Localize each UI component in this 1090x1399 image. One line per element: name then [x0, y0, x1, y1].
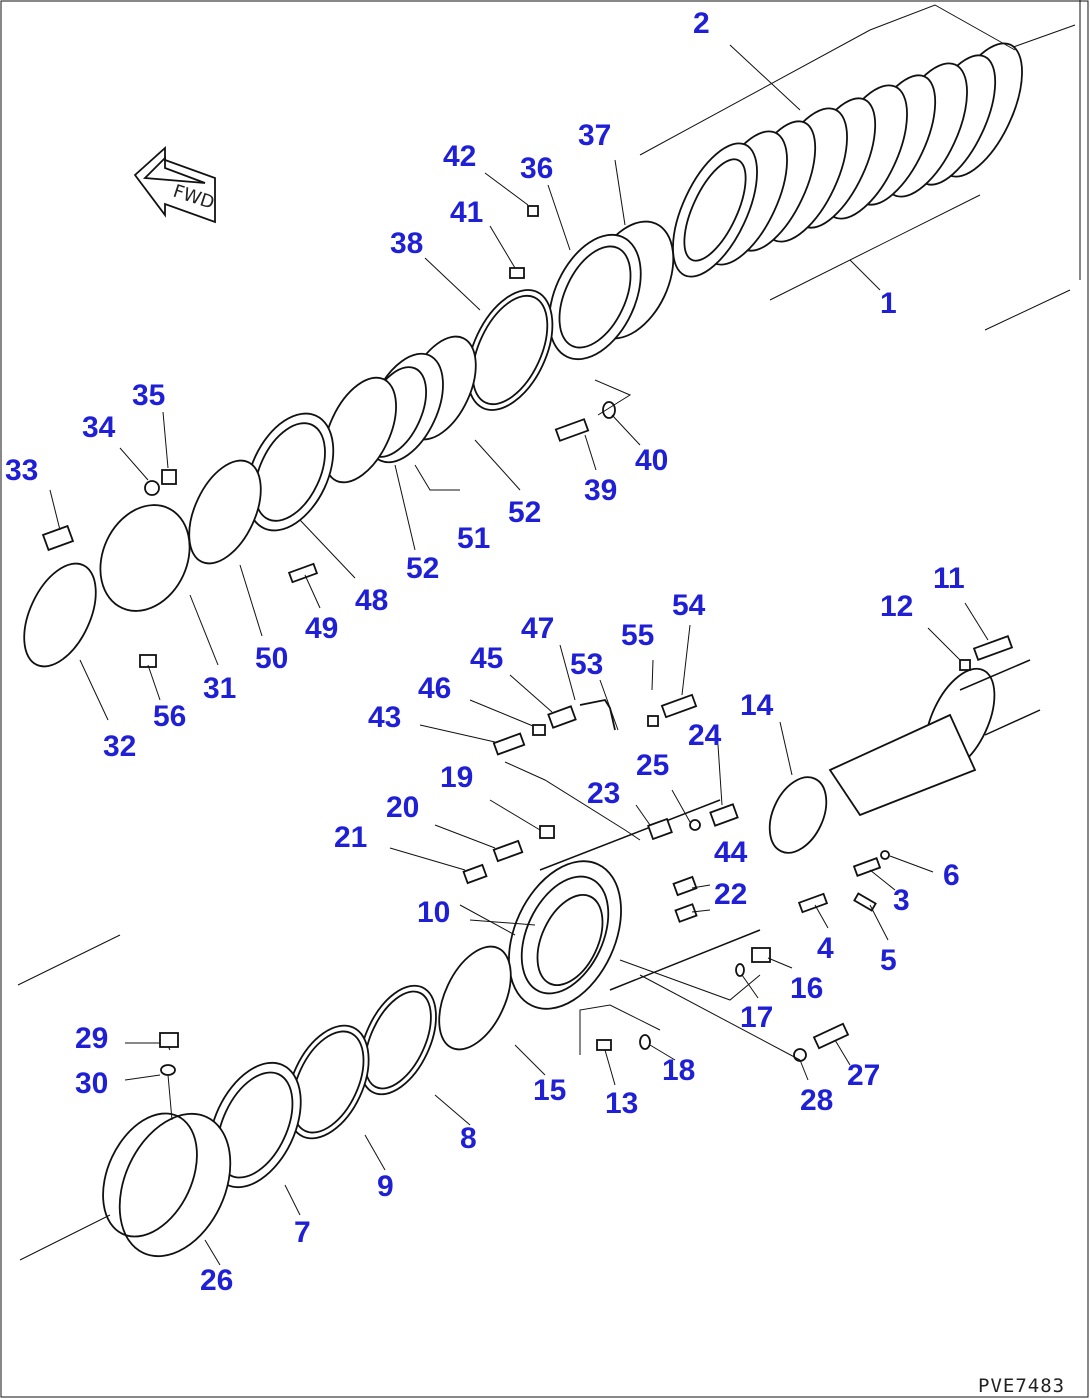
ring-gear — [102, 1032, 232, 1258]
hub-assembly-left — [23, 469, 319, 668]
label-26: 26 — [200, 1264, 233, 1297]
label-19: 19 — [440, 761, 473, 794]
bolts-lower — [462, 635, 1014, 1062]
label-18: 18 — [662, 1054, 695, 1087]
label-41: 41 — [450, 196, 483, 229]
label-30: 30 — [75, 1067, 108, 1100]
label-8: 8 — [460, 1122, 477, 1155]
label-34: 34 — [82, 411, 116, 444]
label-42: 42 — [443, 140, 476, 173]
piston-and-seal-rings — [188, 220, 675, 565]
label-22: 22 — [714, 878, 747, 911]
label-6: 6 — [943, 859, 960, 892]
label-28: 28 — [800, 1084, 833, 1117]
label-55: 55 — [621, 619, 654, 652]
leader-lines — [49, 44, 989, 1266]
label-38: 38 — [390, 227, 423, 260]
label-36: 36 — [520, 152, 553, 185]
housing-assembly — [508, 799, 761, 1010]
label-17: 17 — [740, 1001, 773, 1034]
label-16: 16 — [790, 972, 823, 1005]
label-31: 31 — [203, 672, 236, 705]
label-46: 46 — [418, 672, 451, 705]
part-labels: 1 2 3 4 5 6 7 8 9 10 11 12 13 14 15 16 1… — [5, 7, 965, 1297]
label-40: 40 — [635, 444, 668, 477]
label-21: 21 — [334, 821, 367, 854]
output-shaft-assembly — [768, 659, 1041, 854]
label-29: 29 — [75, 1022, 108, 1055]
label-25: 25 — [636, 749, 669, 782]
axis-lines — [17, 0, 1081, 1261]
label-2: 2 — [693, 7, 710, 40]
label-48: 48 — [355, 584, 388, 617]
label-13: 13 — [605, 1087, 638, 1120]
label-35: 35 — [132, 379, 165, 412]
fwd-arrow-icon: FWD — [133, 145, 217, 224]
label-11: 11 — [933, 562, 965, 595]
label-15: 15 — [533, 1074, 566, 1107]
label-39: 39 — [584, 474, 617, 507]
label-51: 51 — [457, 522, 490, 555]
label-54: 54 — [672, 589, 706, 622]
label-33: 33 — [5, 454, 38, 487]
label-20: 20 — [386, 791, 419, 824]
label-9: 9 — [377, 1170, 394, 1203]
bolts-upper — [509, 205, 616, 442]
lower-rings — [208, 945, 512, 1189]
label-52b: 52 — [406, 552, 439, 585]
label-1: 1 — [880, 287, 897, 320]
label-50: 50 — [255, 642, 288, 675]
label-24: 24 — [688, 719, 722, 752]
label-37: 37 — [578, 119, 611, 152]
label-49: 49 — [305, 612, 338, 645]
label-7: 7 — [294, 1216, 311, 1249]
label-27: 27 — [847, 1059, 880, 1092]
label-5: 5 — [880, 944, 897, 977]
label-10: 10 — [417, 896, 450, 929]
label-4: 4 — [817, 932, 834, 965]
label-12: 12 — [880, 590, 913, 623]
label-45: 45 — [470, 642, 503, 675]
drawing-code: PVE7483 — [978, 1375, 1065, 1397]
label-56: 56 — [153, 700, 186, 733]
label-44: 44 — [714, 836, 748, 869]
label-23: 23 — [587, 777, 620, 810]
label-32: 32 — [103, 730, 136, 763]
label-3: 3 — [893, 884, 910, 917]
clutch-disc-pack — [639, 4, 1023, 301]
label-53: 53 — [570, 648, 603, 681]
label-47: 47 — [521, 612, 554, 645]
label-52a: 52 — [508, 496, 541, 529]
label-43: 43 — [368, 701, 401, 734]
label-14: 14 — [740, 689, 774, 722]
